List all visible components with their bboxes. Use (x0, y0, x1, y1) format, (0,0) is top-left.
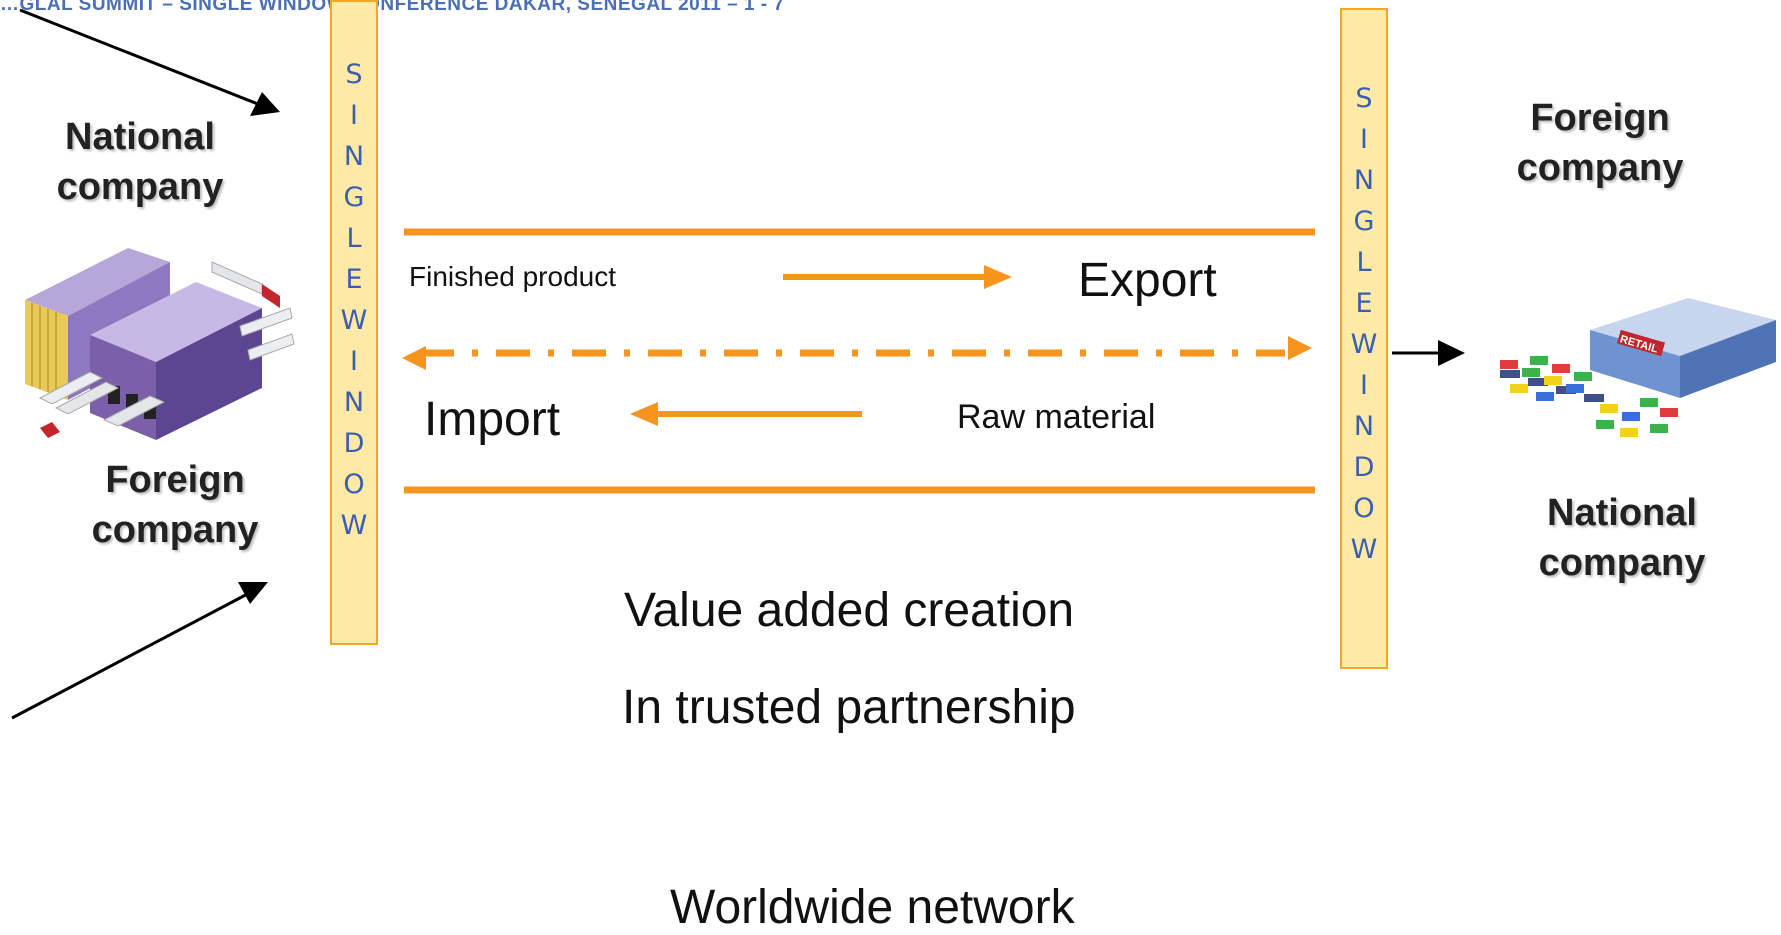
left-window-letter: O (343, 469, 365, 500)
right-window-letter: N (1353, 411, 1375, 442)
right-bottom-label: National company (1538, 492, 1706, 584)
right-window-letter: L (1356, 247, 1372, 278)
right-window-letter: I (1360, 370, 1368, 401)
left-window-letter: G (343, 182, 365, 213)
pointer-arrow-bottom (11, 582, 268, 720)
left-window-letter: W (340, 510, 368, 541)
right-top-label: Foreign company (1516, 97, 1684, 189)
warehouse-icon (25, 248, 295, 440)
header-text: …GLAL SUMMIT – SINGLE WINDOW CONFERENCE … (0, 0, 785, 15)
left-top-label: National company (56, 116, 224, 208)
left-window-letter: S (345, 59, 363, 90)
caption-trusted-partnership: In trusted partnership (622, 681, 1076, 734)
left-window-letter: L (346, 223, 362, 254)
arrow-to-retail (1392, 340, 1465, 366)
left-window-letter: I (350, 100, 358, 131)
caption-value-added: Value added creation (624, 584, 1075, 637)
import-label: Import (424, 393, 561, 446)
left-bottom-label: Foreign company (91, 459, 259, 551)
right-window-letter: W (1350, 534, 1378, 565)
right-window-letter: N (1353, 165, 1375, 196)
right-window-letter: S (1355, 83, 1373, 114)
left-window-letter: N (343, 387, 365, 418)
import-arrow (630, 402, 862, 426)
right-window-letter: W (1350, 329, 1378, 360)
pointer-arrow-top (19, 8, 280, 116)
left-window-letter: I (350, 346, 358, 377)
right-window-letter: O (1353, 493, 1375, 524)
caption-worldwide-network: Worldwide network (670, 881, 1075, 934)
export-arrow (783, 265, 1012, 289)
raw-material-label: Raw material (957, 398, 1156, 436)
left-window-letter: D (343, 428, 365, 459)
retail-store-icon (1500, 298, 1776, 437)
right-window-letter: I (1360, 124, 1368, 155)
left-window-letter: N (343, 141, 365, 172)
left-window-letter: W (340, 305, 368, 336)
right-window-letter: E (1355, 288, 1373, 319)
dashed-two-way-arrow (402, 336, 1312, 370)
export-label: Export (1078, 254, 1217, 307)
right-window-letter: G (1353, 206, 1375, 237)
right-window-letter: D (1353, 452, 1375, 483)
finished-product-label: Finished product (409, 261, 617, 292)
left-window-letter: E (345, 264, 363, 295)
